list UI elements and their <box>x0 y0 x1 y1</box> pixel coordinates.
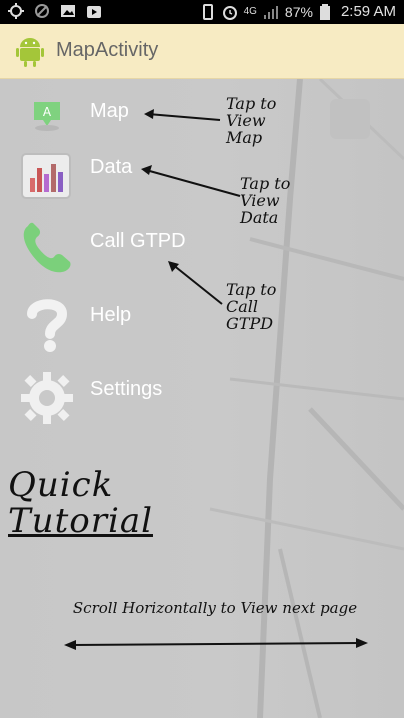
menu-label-settings: Settings <box>90 378 163 400</box>
signal-strength-icon <box>263 4 279 20</box>
phone-icon <box>18 220 76 278</box>
menu-label-call: Call GTPD <box>90 230 186 252</box>
tutorial-line-2: Tutorial <box>8 500 153 541</box>
android-app-icon[interactable] <box>16 35 44 67</box>
action-bar: MapActivity <box>0 24 404 79</box>
clock: 2:59 AM <box>340 3 396 20</box>
tutorial-line-1: Quick <box>8 465 114 505</box>
bar-chart-icon <box>18 146 76 204</box>
menu-item-map[interactable]: A Map <box>0 80 290 150</box>
menu-item-call[interactable]: Call GTPD <box>0 210 290 280</box>
scroll-hint: Scroll Horizontally to View next page <box>72 599 358 617</box>
vibrate-icon <box>200 3 216 20</box>
menu-item-help[interactable]: Help <box>0 284 290 354</box>
battery-icon <box>319 3 335 20</box>
location-icon <box>8 3 24 19</box>
no-signal-icon <box>34 3 50 19</box>
menu-label-map: Map <box>90 100 129 122</box>
menu-item-data[interactable]: Data <box>0 136 290 206</box>
quick-tutorial-heading: Quick Tutorial <box>8 465 153 541</box>
battery-percent: 87% <box>284 3 313 20</box>
menu-label-help: Help <box>90 304 132 326</box>
annotation-map: Tap to View Map <box>226 94 277 147</box>
network-type-label: 4G <box>243 6 257 17</box>
play-store-icon <box>86 3 102 19</box>
action-bar-title: MapActivity <box>56 39 159 61</box>
map-marker-icon: A <box>18 90 76 148</box>
alarm-icon <box>222 4 238 20</box>
annotation-data: Tap to View Data <box>240 174 291 227</box>
image-icon <box>60 3 76 19</box>
map-roads <box>209 79 404 718</box>
question-mark-icon <box>18 294 76 352</box>
menu-label-data: Data <box>90 156 133 178</box>
annotation-call: Tap to Call GTPD <box>226 280 277 333</box>
gear-icon <box>18 368 76 426</box>
menu-item-settings[interactable]: Settings <box>0 358 290 428</box>
svg-text:A: A <box>43 105 52 119</box>
status-bar: 4G 87% 2:59 AM <box>0 0 404 24</box>
